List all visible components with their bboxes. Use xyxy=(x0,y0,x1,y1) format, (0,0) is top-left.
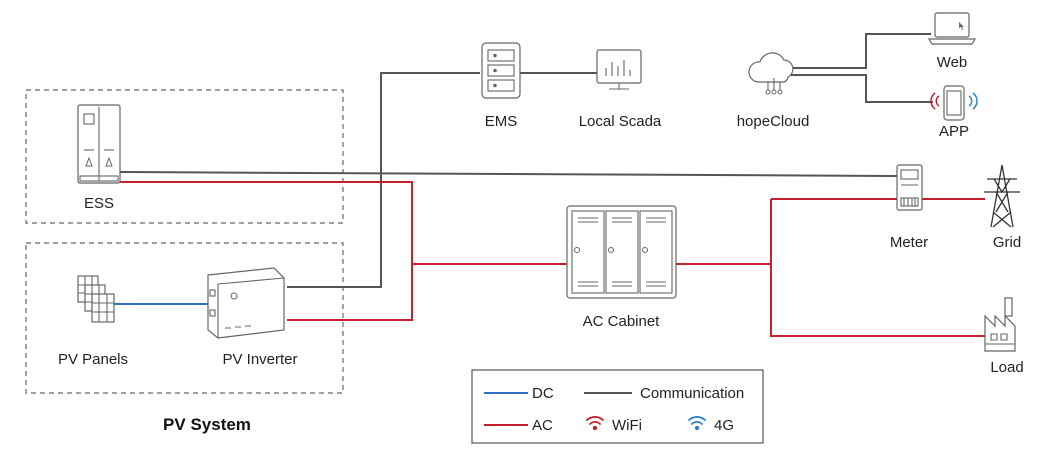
ess-label: ESS xyxy=(84,195,114,212)
ess-icon xyxy=(77,104,121,184)
wifi-icon xyxy=(586,416,604,431)
phone-icon xyxy=(930,85,978,121)
ems-icon xyxy=(481,42,521,99)
ac-line-ess-cabinet xyxy=(120,181,567,265)
legend-communication-label: Communication xyxy=(640,385,744,402)
load-label: Load xyxy=(990,359,1023,376)
comm-line-inverter-ems xyxy=(287,72,480,288)
pv-panels-icon xyxy=(77,275,115,323)
communication-lines xyxy=(119,33,933,288)
comm-line-cloud-app xyxy=(788,74,933,103)
laptop-icon xyxy=(927,12,977,45)
legend: DC Communication AC WiFi 4G xyxy=(471,369,764,444)
pv-inverter-icon xyxy=(207,267,285,339)
ess-group-box xyxy=(25,89,344,224)
web-label: Web xyxy=(937,54,968,71)
legend-4g-label: 4G xyxy=(714,417,734,434)
cloud-icon xyxy=(748,52,794,95)
legend-ac-label: AC xyxy=(532,417,553,434)
signal-4g-icon xyxy=(688,416,706,431)
pylon-icon xyxy=(984,164,1020,228)
pv-system-label: PV System xyxy=(163,415,251,434)
ac-lines xyxy=(120,181,985,337)
grid-label: Grid xyxy=(993,234,1021,251)
pv-inverter-label: PV Inverter xyxy=(222,351,297,368)
ac-cabinet-label: AC Cabinet xyxy=(583,313,661,330)
pv-panels-label: PV Panels xyxy=(58,351,128,368)
legend-dc-label: DC xyxy=(532,385,554,402)
meter-label: Meter xyxy=(890,234,928,251)
ems-label: EMS xyxy=(485,113,518,130)
factory-icon xyxy=(984,297,1016,352)
ac-line-inverter-cabinet xyxy=(287,264,413,321)
app-label: APP xyxy=(939,123,969,140)
comm-line-cloud-web xyxy=(788,33,931,69)
meter-icon xyxy=(896,164,923,211)
local-scada-label: Local Scada xyxy=(579,113,662,130)
legend-wifi-label: WiFi xyxy=(612,417,642,434)
comm-line-ess-meter xyxy=(119,171,898,177)
ac-cabinet-icon xyxy=(566,205,677,299)
hopecloud-label: hopeCloud xyxy=(737,113,810,130)
pv-system-group-box xyxy=(25,242,344,394)
local-scada-icon xyxy=(596,49,642,90)
ac-line-bus-load xyxy=(770,199,985,337)
